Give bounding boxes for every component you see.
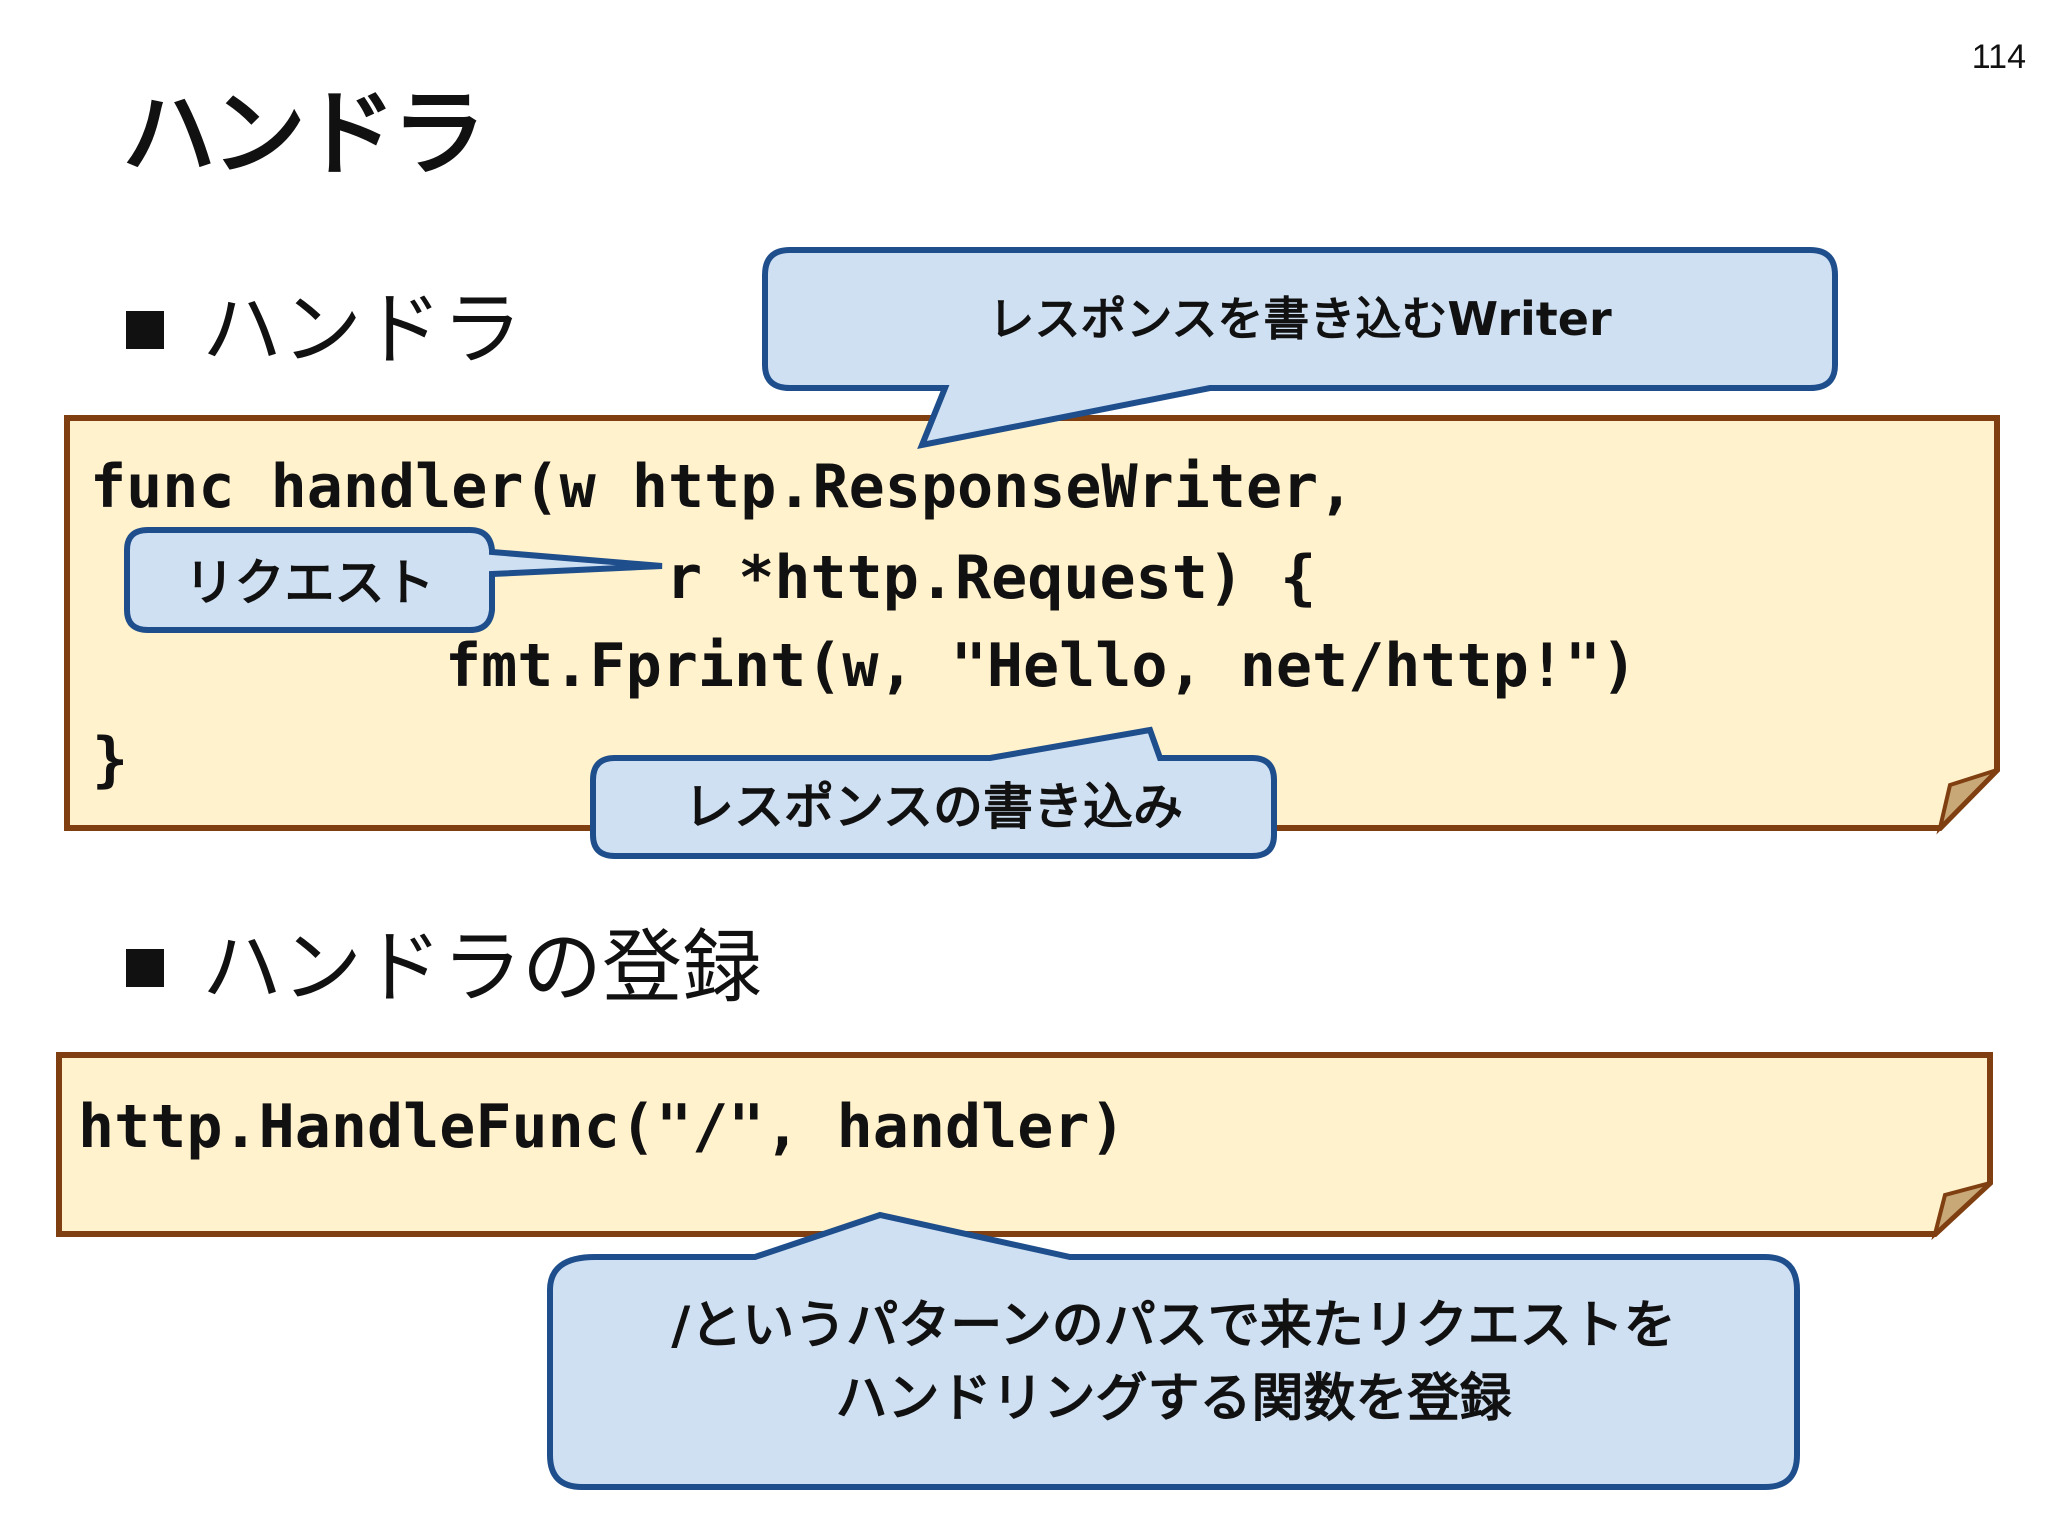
code-line-4: } — [92, 725, 129, 795]
callout-writer-text: レスポンスを書き込むWriter — [988, 292, 1612, 346]
code-line-1: func handler(w http.ResponseWriter, — [90, 452, 1355, 522]
bullet-label: ハンドラ — [202, 283, 522, 376]
bullet-handler: ハンドラ — [126, 290, 522, 370]
callout-write-bubble — [590, 726, 1277, 859]
bullet-square-icon — [126, 949, 164, 987]
callout-register-line-2: ハンドリングする関数を登録 — [835, 1368, 1512, 1429]
code-line-3: fmt.Fprint(w, "Hello, net/http!") — [445, 631, 1638, 701]
slide-title: ハンドラ — [122, 80, 486, 189]
code-line-2: r *http.Request) { — [666, 543, 1317, 613]
callout-register-bubble — [547, 1211, 1800, 1490]
callout-request-bubble — [124, 527, 663, 633]
callout-request-text: リクエスト — [184, 554, 435, 612]
code-box-handler — [64, 415, 2000, 835]
callout-write-text: レスポンスの書き込み — [684, 778, 1183, 836]
callout-register-text: /というパターンのパスで来たリクエストを ハンドリングする関数を登録 — [550, 1290, 1797, 1436]
code-handlefunc: http.HandleFunc("/", handler) — [78, 1092, 1126, 1162]
callout-register-line-1: /というパターンのパスで来たリクエストを — [671, 1296, 1676, 1356]
code-box-register — [56, 1052, 1993, 1241]
page-number: 114 — [1971, 38, 2026, 76]
bullet-register: ハンドラの登録 — [126, 928, 762, 1008]
bullet-label: ハンドラの登録 — [202, 921, 762, 1014]
bullet-square-icon — [126, 311, 164, 349]
callout-writer-bubble — [762, 247, 1838, 450]
